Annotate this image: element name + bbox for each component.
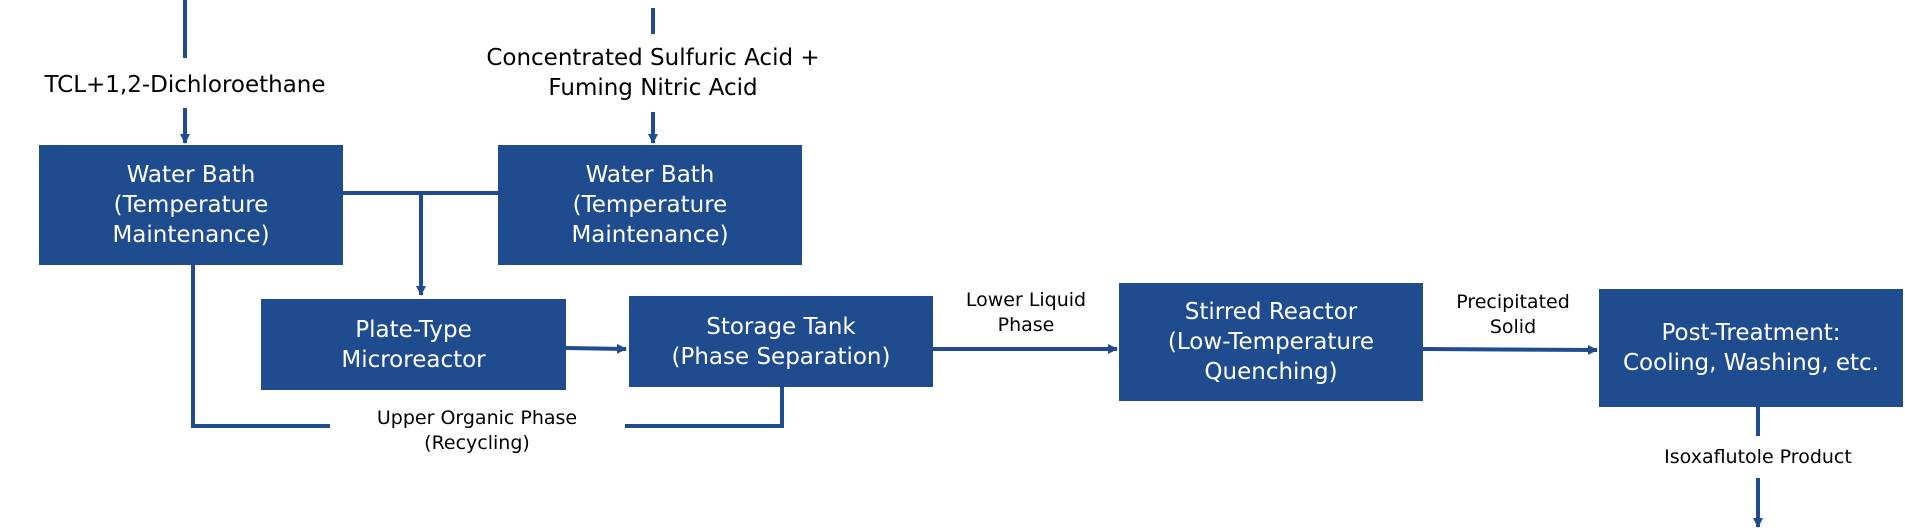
stirred-reactor-line-2: (Low-Temperature	[1167, 329, 1375, 355]
label-lower-liquid-line-2: Phase	[997, 314, 1055, 336]
label-feed-right: Concentrated Sulfuric Acid + Fuming Nitr…	[453, 43, 853, 103]
plate-microreactor-line-2: Microreactor	[341, 346, 486, 373]
label-precipitated-solid: Precipitated Solid	[1433, 290, 1593, 340]
post-treatment-line-1: Post-Treatment:	[1661, 320, 1841, 346]
water-bath-left-line-3: Maintenance)	[112, 222, 270, 248]
water-bath-left-line-1: Water Bath	[126, 162, 256, 188]
label-lower-liquid-line-1: Lower Liquid	[965, 289, 1087, 311]
storage-tank-line-1: Storage Tank	[706, 313, 856, 340]
water-bath-left-box: Water Bath (Temperature Maintenance)	[39, 145, 343, 265]
connector-recycle-left	[191, 265, 330, 428]
label-feed-left-line-1: TCL+1,2-Dichloroethane	[44, 72, 326, 98]
water-bath-right-line-1: Water Bath	[585, 162, 715, 188]
stirred-reactor-line-1: Stirred Reactor	[1184, 299, 1358, 325]
post-treatment-line-2: Cooling, Washing, etc.	[1622, 350, 1880, 376]
label-isoxaflutole-product: Isoxaflutole Product	[1628, 445, 1888, 470]
plate-microreactor-line-1: Plate-Type	[355, 316, 472, 343]
water-bath-right-line-2: (Temperature	[572, 192, 728, 218]
connector-recycle-right	[625, 386, 784, 428]
label-lower-liquid-phase: Lower Liquid Phase	[946, 288, 1106, 338]
label-precipitated-line-1: Precipitated	[1456, 291, 1570, 313]
arrow-stirred-reactor-to-post-treatment	[1422, 344, 1598, 355]
water-bath-right-line-3: Maintenance)	[571, 222, 729, 248]
storage-tank-line-2: (Phase Separation)	[671, 343, 891, 370]
post-treatment-box: Post-Treatment: Cooling, Washing, etc.	[1599, 289, 1903, 407]
stirred-reactor-line-3: Quenching)	[1204, 359, 1338, 385]
label-precipitated-line-2: Solid	[1489, 316, 1537, 338]
label-upper-organic-phase: Upper Organic Phase (Recycling)	[352, 406, 602, 456]
stirred-reactor-box: Stirred Reactor (Low-Temperature Quenchi…	[1119, 283, 1423, 401]
label-upper-organic-line-2: (Recycling)	[424, 432, 530, 454]
storage-tank-box: Storage Tank (Phase Separation)	[629, 296, 933, 387]
label-upper-organic-line-1: Upper Organic Phase	[376, 407, 578, 429]
label-product-line-1: Isoxaflutole Product	[1664, 446, 1852, 468]
label-feed-right-line-1: Concentrated Sulfuric Acid +	[486, 45, 820, 71]
label-feed-right-line-2: Fuming Nitric Acid	[548, 75, 758, 101]
water-bath-left-line-2: (Temperature	[113, 192, 269, 218]
label-feed-left: TCL+1,2-Dichloroethane	[35, 70, 335, 100]
arrow-microreactor-to-storage-tank	[565, 343, 627, 354]
plate-microreactor-box: Plate-Type Microreactor	[261, 299, 566, 390]
water-bath-right-box: Water Bath (Temperature Maintenance)	[498, 145, 802, 265]
